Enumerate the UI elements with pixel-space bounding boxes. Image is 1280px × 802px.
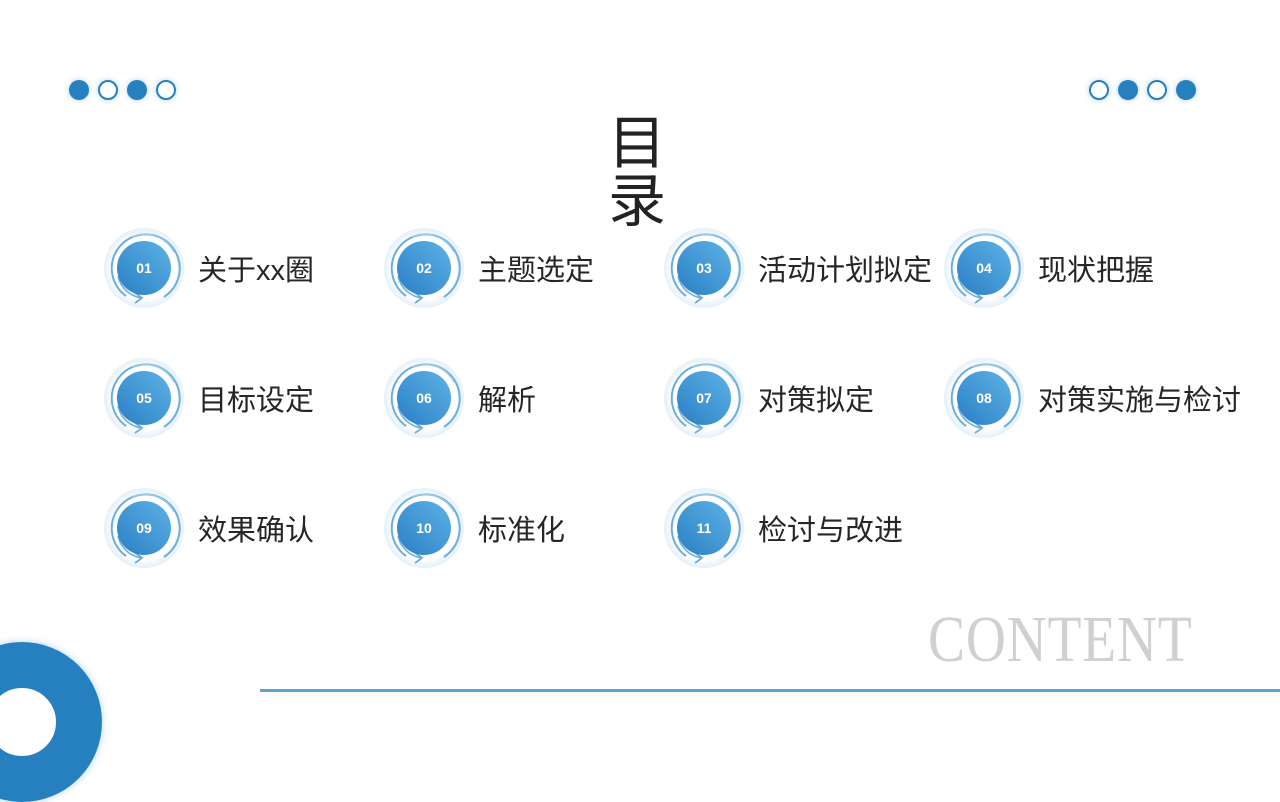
- number-badge: 05: [102, 356, 186, 440]
- dot-filled: [1176, 80, 1196, 100]
- label-part: 关于: [198, 253, 257, 287]
- badge-number: 01: [136, 260, 152, 276]
- dot-hollow: [1147, 80, 1167, 100]
- number-badge: 06: [382, 356, 466, 440]
- toc-item-10[interactable]: 10 标准化: [382, 486, 565, 570]
- number-badge: 11: [662, 486, 746, 570]
- badge-number: 10: [416, 520, 432, 536]
- dot-filled: [127, 80, 147, 100]
- toc-item-label: 现状把握: [1038, 253, 1155, 287]
- page-title: 目录: [598, 112, 666, 228]
- badge-number: 09: [136, 520, 152, 536]
- badge-number: 06: [416, 390, 432, 406]
- table-of-contents: 01 关于xx圈 02 主题选定 03 活动计划拟定 04 现状把握 05 目标…: [102, 226, 1241, 570]
- number-badge: 01: [102, 226, 186, 310]
- badge-number: 07: [696, 390, 712, 406]
- toc-item-07[interactable]: 07 对策拟定: [662, 356, 874, 440]
- number-badge: 02: [382, 226, 466, 310]
- toc-item-label: 标准化: [478, 513, 566, 547]
- toc-item-03[interactable]: 03 活动计划拟定: [662, 226, 932, 310]
- toc-item-05[interactable]: 05 目标设定: [102, 356, 314, 440]
- toc-item-06[interactable]: 06 解析: [382, 356, 536, 440]
- number-badge: 03: [662, 226, 746, 310]
- toc-item-label: 效果确认: [198, 513, 315, 547]
- number-badge: 04: [942, 226, 1026, 310]
- number-badge: 08: [942, 356, 1026, 440]
- label-part: 圈: [285, 253, 315, 287]
- label-part: xx: [256, 255, 286, 287]
- toc-item-label: 目标设定: [198, 383, 315, 417]
- toc-item-label: 解析: [478, 383, 537, 417]
- toc-item-02[interactable]: 02 主题选定: [382, 226, 594, 310]
- toc-item-label: 关于xx圈: [198, 247, 314, 289]
- toc-item-label: 对策拟定: [758, 383, 875, 417]
- decorative-dots-right: [1089, 80, 1196, 100]
- toc-item-label: 对策实施与检讨: [1038, 383, 1242, 417]
- dot-hollow: [98, 80, 118, 100]
- badge-number: 02: [416, 260, 432, 276]
- content-watermark: CONTENT: [928, 603, 1193, 676]
- toc-item-04[interactable]: 04 现状把握: [942, 226, 1154, 310]
- bottom-divider: [260, 689, 1280, 692]
- decorative-dots-left: [69, 80, 176, 100]
- badge-number: 04: [976, 260, 992, 276]
- dot-hollow: [1089, 80, 1109, 100]
- dot-filled: [1118, 80, 1138, 100]
- badge-number: 11: [696, 520, 712, 536]
- number-badge: 07: [662, 356, 746, 440]
- toc-item-09[interactable]: 09 效果确认: [102, 486, 314, 570]
- number-badge: 10: [382, 486, 466, 570]
- badge-number: 08: [976, 390, 992, 406]
- number-badge: 09: [102, 486, 186, 570]
- badge-number: 03: [696, 260, 712, 276]
- toc-item-11[interactable]: 11 检讨与改进: [662, 486, 903, 570]
- badge-number: 05: [136, 390, 152, 406]
- toc-item-label: 检讨与改进: [758, 513, 904, 547]
- dot-hollow: [156, 80, 176, 100]
- toc-item-label: 活动计划拟定: [758, 253, 933, 287]
- toc-item-01[interactable]: 01 关于xx圈: [102, 226, 314, 310]
- toc-item-08[interactable]: 08 对策实施与检讨: [942, 356, 1241, 440]
- toc-item-label: 主题选定: [478, 253, 595, 287]
- dot-filled: [69, 80, 89, 100]
